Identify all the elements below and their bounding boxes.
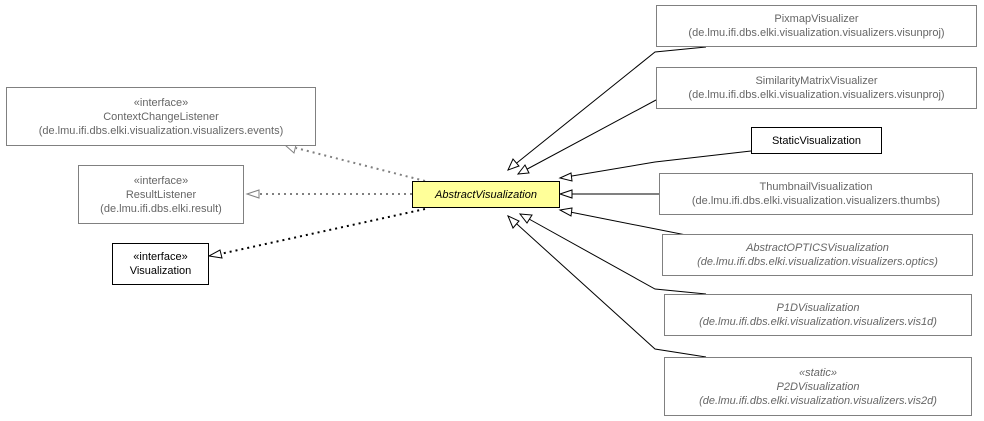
class-abstract-visualization[interactable]: AbstractVisualization (412, 181, 560, 208)
interface-package: (de.lmu.ifi.dbs.elki.visualization.visua… (38, 124, 284, 137)
arrowhead-result (245, 189, 260, 199)
edge-visualization (219, 208, 426, 255)
class-static-visualization[interactable]: StaticVisualization (751, 127, 882, 154)
edge-pixmap (507, 46, 707, 171)
class-abstract-optics-visualization[interactable]: AbstractOPTICSVisualization (de.lmu.ifi.… (662, 234, 973, 276)
class-p1d-visualization[interactable]: P1DVisualization (de.lmu.ifi.dbs.elki.vi… (664, 294, 972, 336)
interface-result-listener[interactable]: «interface» ResultListener (de.lmu.ifi.d… (78, 165, 244, 224)
class-name: StaticVisualization (771, 134, 862, 147)
class-pixmap-visualizer[interactable]: PixmapVisualizer (de.lmu.ifi.dbs.elki.vi… (656, 5, 977, 47)
arrowhead-optics (558, 207, 573, 217)
class-name: ThumbnailVisualization (759, 181, 873, 193)
arrowhead-p1d (518, 213, 533, 224)
interface-stereotype: «interface» (133, 174, 189, 187)
arrowhead-similarity (516, 164, 530, 175)
interface-context-change-listener[interactable]: «interface» ContextChangeListener (de.lm… (6, 87, 316, 146)
arrowhead-p2d (507, 215, 520, 229)
edge-p2d (507, 215, 707, 358)
class-name: AbstractVisualization (435, 188, 537, 201)
edge-p1d (519, 213, 707, 295)
class-name: AbstractOPTICSVisualization (746, 242, 889, 254)
arrowhead-pixmap (507, 158, 520, 171)
class-package: (de.lmu.ifi.dbs.elki.visualization.visua… (691, 195, 941, 207)
class-similarity-matrix-visualizer[interactable]: SimilarityMatrixVisualizer (de.lmu.ifi.d… (656, 67, 977, 109)
interface-stereotype: «interface» (133, 251, 188, 263)
class-p2d-visualization[interactable]: «static» P2DVisualization (de.lmu.ifi.db… (664, 357, 972, 416)
edge-static (559, 150, 752, 179)
arrowhead-static (558, 172, 573, 182)
interface-visualization[interactable]: «interface» Visualization (112, 243, 209, 285)
interface-name: Visualization (129, 265, 192, 277)
class-package: (de.lmu.ifi.dbs.elki.visualization.visua… (688, 27, 945, 39)
edge-similarity (517, 99, 657, 175)
interface-name: ContextChangeListener (103, 110, 219, 123)
arrowhead-context (283, 144, 297, 154)
class-package: (de.lmu.ifi.dbs.elki.visualization.visua… (699, 316, 937, 328)
class-package: (de.lmu.ifi.dbs.elki.visualization.visua… (699, 394, 937, 407)
interface-stereotype: «interface» (133, 96, 189, 109)
arrowhead-thumbnail (558, 189, 573, 199)
edge-context (295, 147, 426, 182)
class-thumbnail-visualization[interactable]: ThumbnailVisualization (de.lmu.ifi.dbs.e… (659, 173, 973, 215)
class-package: (de.lmu.ifi.dbs.elki.visualization.visua… (688, 89, 945, 101)
class-stereotype: «static» (799, 366, 837, 379)
class-name: P2DVisualization (776, 380, 860, 393)
class-package: (de.lmu.ifi.dbs.elki.visualization.visua… (697, 256, 938, 268)
interface-package: (de.lmu.ifi.dbs.elki.result) (100, 202, 222, 215)
class-name: SimilarityMatrixVisualizer (755, 75, 878, 87)
arrowhead-visualization (207, 249, 223, 259)
class-name: PixmapVisualizer (774, 13, 859, 25)
interface-name: ResultListener (125, 188, 197, 201)
edge-optics (559, 209, 687, 236)
class-name: P1DVisualization (776, 302, 860, 314)
